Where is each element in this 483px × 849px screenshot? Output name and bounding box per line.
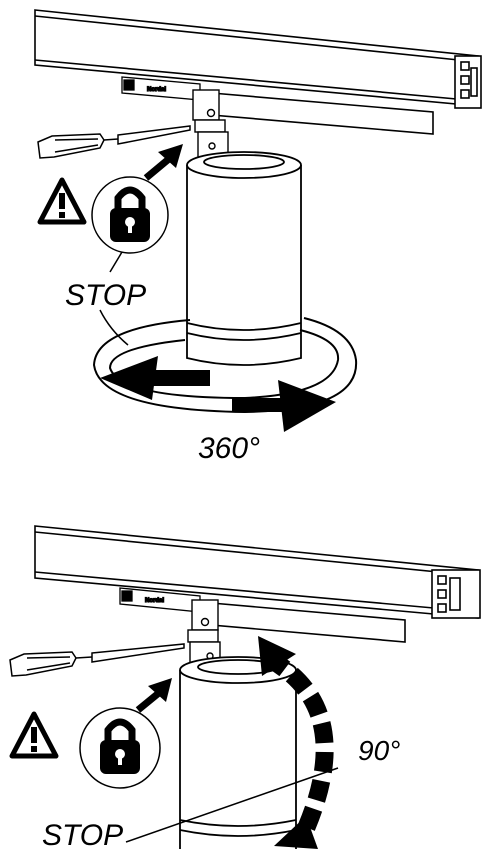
rotation-label: 360°	[198, 432, 260, 465]
stop-label: STOP	[42, 819, 123, 849]
screwdriver-icon	[9, 643, 185, 677]
diagram-360-svg: Nordal	[34, 9, 482, 465]
padlock-icon	[110, 186, 150, 242]
lock-badge	[91, 176, 169, 254]
stop-leader	[99, 251, 129, 346]
direction-arrow-icon	[143, 144, 183, 181]
track-rail	[34, 525, 481, 643]
adapter-plate: Nordal	[121, 76, 201, 101]
direction-arrow-icon	[135, 678, 172, 713]
brand-label: Nordal	[147, 87, 166, 93]
track-connector	[187, 599, 221, 667]
stop-label: STOP	[65, 279, 146, 312]
padlock-icon	[100, 718, 140, 774]
spotlight-body	[179, 656, 297, 849]
rotation-label: 90°	[358, 735, 400, 766]
track-rail	[34, 9, 482, 135]
brand-label: Nordal	[145, 598, 164, 604]
rotation-90-arrow-icon	[258, 636, 334, 849]
lock-badge	[79, 707, 161, 789]
warning-triangle-icon	[37, 177, 87, 225]
spotlight-body	[186, 151, 302, 366]
warning-triangle-icon	[9, 711, 59, 759]
diagram-90-svg: Nordal	[9, 525, 481, 849]
screwdriver-icon	[37, 125, 191, 159]
diagram-panel-90: Nordal	[0, 470, 483, 849]
rotation-360-arrow-icon	[92, 317, 358, 432]
stop-leader	[125, 767, 339, 843]
diagram-panel-360: Nordal	[34, 9, 482, 465]
